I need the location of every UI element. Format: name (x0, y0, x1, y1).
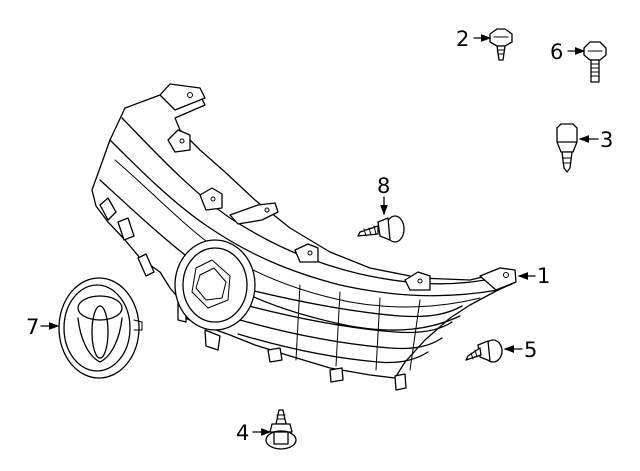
emblem (58, 277, 143, 379)
callout-4: 4 (236, 421, 249, 445)
screw-part-4 (265, 409, 297, 450)
callout-7: 7 (26, 315, 39, 339)
callout-labels: 1 2 3 4 5 6 7 8 (26, 27, 613, 445)
callout-1: 1 (537, 264, 550, 288)
clip-part-3 (556, 123, 578, 173)
screw-part-5 (465, 339, 503, 363)
callout-2: 2 (456, 27, 469, 51)
bolt-part-6 (583, 41, 607, 83)
screw-part-2 (489, 28, 513, 61)
leader-lines (40, 34, 599, 436)
callout-5: 5 (524, 338, 537, 362)
grille-assembly (91, 83, 517, 391)
callout-3: 3 (600, 128, 613, 152)
callout-6: 6 (550, 40, 563, 64)
callout-8: 8 (377, 174, 390, 198)
screw-part-8 (357, 215, 405, 243)
